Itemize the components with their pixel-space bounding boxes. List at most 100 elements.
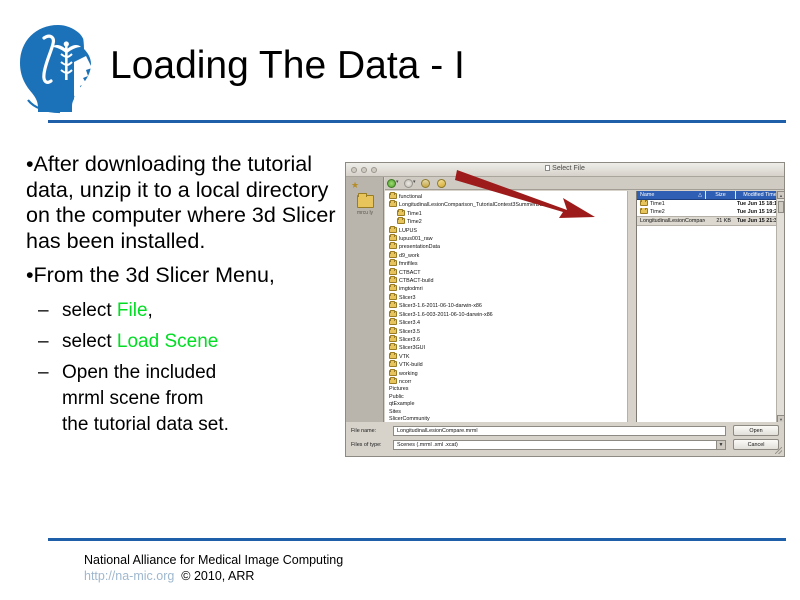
file-list-scrollbar[interactable]: ▲ ▼: [776, 191, 784, 423]
tree-item[interactable]: LongitudinalLesionComparison_TutorialCon…: [387, 200, 627, 209]
tree-item[interactable]: CTBACT: [387, 267, 627, 277]
tree-item[interactable]: d9_work: [387, 250, 627, 260]
tree-item[interactable]: Pictures: [387, 386, 627, 393]
tree-item[interactable]: SlicerCommunity: [387, 416, 627, 423]
sidebar-shortcut-item[interactable]: mrcu ly: [352, 193, 378, 216]
column-header-name-label: Name: [640, 192, 655, 198]
tree-item[interactable]: VTK: [387, 351, 627, 361]
bullet-2-label: From the 3d Slicer Menu,: [33, 263, 275, 287]
tree-item[interactable]: Sites: [387, 409, 627, 416]
dash-marker: –: [38, 330, 49, 352]
title-divider: [48, 120, 786, 123]
file-size-cell: [705, 208, 735, 216]
footer-credits: http://na-mic.org © 2010, ARR: [84, 568, 343, 584]
back-icon[interactable]: [387, 179, 396, 188]
tree-item[interactable]: Slicer3GUI: [387, 343, 627, 352]
sort-ascending-icon[interactable]: △: [698, 192, 702, 198]
column-header-name[interactable]: Name △: [637, 191, 705, 199]
file-name-cell: Time2: [637, 208, 705, 216]
file-name-cell: Time1: [637, 200, 705, 208]
tree-item-label: SlicerCommunity: [389, 415, 430, 422]
tree-item[interactable]: Time2: [387, 217, 627, 226]
slide-body-text: •After downloading the tutorial data, un…: [26, 152, 346, 443]
tree-item[interactable]: Time1: [387, 208, 627, 218]
tree-item[interactable]: functional: [387, 192, 627, 201]
column-header-size[interactable]: Size: [705, 191, 735, 199]
tree-item-label: lupus001_raw: [399, 236, 433, 243]
file-list-header[interactable]: Name △ Size Modified Time: [637, 191, 784, 200]
minimize-icon[interactable]: [361, 167, 367, 173]
tree-item[interactable]: Slicer3.6: [387, 334, 627, 344]
tree-item[interactable]: lupus001_raw: [387, 234, 627, 243]
folder-icon: [389, 225, 397, 233]
footer-url-link[interactable]: http://na-mic.org: [84, 569, 175, 583]
tree-item[interactable]: Slicer3: [387, 292, 627, 302]
sub-bullet-select-load-scene: –select Load Scene: [26, 329, 346, 355]
scrollbar-thumb[interactable]: [778, 201, 784, 213]
parent-folder-icon[interactable]: [420, 179, 430, 188]
tree-item[interactable]: working: [387, 368, 627, 378]
tree-item[interactable]: fmrifiles: [387, 259, 627, 268]
folder-icon: [389, 259, 397, 267]
chevron-down-icon[interactable]: ▾: [396, 179, 399, 185]
window-controls[interactable]: [351, 167, 377, 173]
dash-marker: –: [38, 299, 49, 321]
menu-file-highlight: File: [116, 299, 148, 321]
forward-icon[interactable]: [403, 179, 413, 188]
file-name-label: LongitudinalLesionCompare.mrml: [640, 218, 705, 224]
cancel-button[interactable]: Cancel: [733, 439, 779, 450]
close-icon[interactable]: [351, 167, 357, 173]
folder-icon: [389, 276, 397, 284]
tree-item[interactable]: Public: [387, 394, 627, 401]
tree-item[interactable]: imgtodmri: [387, 284, 627, 293]
tree-item[interactable]: Slicer3.4: [387, 318, 627, 327]
sub-bullet-2-pre: select: [62, 330, 117, 352]
file-list-pane[interactable]: Name △ Size Modified Time Time1 Tue Jun 15…: [636, 191, 784, 423]
bullet-2: •From the 3d Slicer Menu,: [26, 263, 346, 289]
tree-item-label: CTBACT-build: [399, 278, 434, 285]
dash-marker: –: [38, 361, 49, 383]
file-type-label: Files of type:: [351, 441, 382, 448]
tree-item[interactable]: VTK-build: [387, 360, 627, 369]
tree-item-label: VTK-build: [399, 362, 423, 369]
favorites-star-icon[interactable]: ★: [351, 180, 360, 190]
sub-bullet-3-line3: the tutorial data set.: [62, 413, 229, 435]
tree-item[interactable]: qtExample: [387, 401, 627, 408]
tree-item[interactable]: presentationData: [387, 242, 627, 251]
file-list-rows[interactable]: Time1 Tue Jun 15 18:16:19 2010Time2Tue Ju…: [637, 200, 784, 226]
dialog-toolbar[interactable]: ▾ ▾: [385, 177, 784, 190]
file-list-row[interactable]: Time1 Tue Jun 15 18:16:19 2010: [637, 200, 784, 208]
new-folder-icon[interactable]: [435, 177, 448, 190]
tree-item[interactable]: LUPUS: [387, 225, 627, 235]
zoom-icon[interactable]: [371, 167, 377, 173]
tree-item[interactable]: CTBACT-build: [387, 276, 627, 285]
scroll-up-icon[interactable]: ▲: [777, 191, 784, 199]
folder-icon: [389, 267, 397, 275]
tree-item[interactable]: ncorr: [387, 376, 627, 386]
dialog-shortcut-sidebar[interactable]: ★ mrcu ly: [346, 177, 384, 423]
tree-item[interactable]: Slicer3-1.6-003-2011-06-10-darwin-x86: [387, 309, 627, 319]
file-modified-time-cell: Tue Jun 15 18:16:19 2010: [737, 201, 784, 207]
column-header-modified-time[interactable]: Modified Time: [735, 191, 784, 199]
sub-bullet-3-line2: mrml scene from: [62, 387, 204, 409]
tree-item[interactable]: Slicer3.5: [387, 326, 627, 336]
resize-grip[interactable]: [775, 447, 782, 454]
chevron-down-icon[interactable]: ▼: [716, 440, 725, 449]
tree-item-label: Pictures: [389, 386, 409, 393]
file-type-select[interactable]: Scenes (.mrml .xml .xcat)▼: [393, 439, 726, 450]
tree-item-label: Sites: [389, 408, 401, 415]
tree-item-label: ncorr: [399, 378, 412, 385]
tree-item[interactable]: Slicer3-1.6-2011-06-10-darwin-x86: [387, 301, 627, 310]
folder-icon: [389, 301, 397, 309]
open-button[interactable]: Open: [733, 425, 779, 436]
file-name-input[interactable]: LongitudinalLesionCompare.mrml: [393, 425, 726, 436]
tree-item-label: working: [399, 370, 418, 377]
sub-bullet-select-file: –select File,: [26, 298, 346, 324]
chevron-down-icon[interactable]: ▾: [412, 179, 416, 185]
dialog-title-label: Select File: [552, 165, 585, 172]
